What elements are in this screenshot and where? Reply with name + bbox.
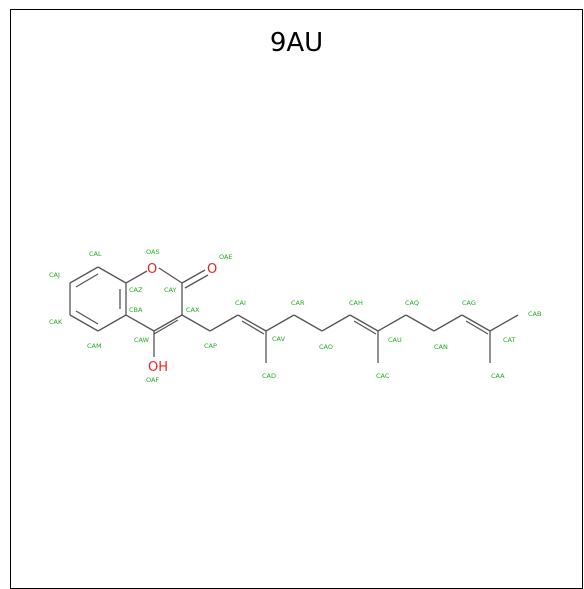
atom-label-car: CAR <box>291 299 305 307</box>
atom-label-cag: CAG <box>462 299 476 307</box>
atom-label-caz: CAZ <box>129 286 143 294</box>
atom-label-can: CAN <box>434 343 448 351</box>
atom-label-cab: CAB <box>528 310 541 318</box>
atom-label-cak: CAK <box>49 318 63 326</box>
atom-label-cay: CAY <box>164 286 176 294</box>
atom-label-cao: CAO <box>319 343 333 351</box>
carbonyl-oxygen-symbol: O <box>207 262 217 277</box>
atom-label-cac: CAC <box>376 372 390 380</box>
atom-label-caw: CAW <box>134 336 150 344</box>
atom-label-cal: CAL <box>89 250 102 258</box>
atom-label-oaf: OAF <box>146 376 159 384</box>
atom-label-cap: CAP <box>204 342 217 350</box>
molecule-title: 9AU <box>269 28 324 58</box>
atom-label-cai: CAI <box>235 299 246 307</box>
atom-label-cba: CBA <box>129 306 143 314</box>
bond-lines <box>69 266 519 363</box>
atom-label-caq: CAQ <box>405 299 419 307</box>
atom-label-caa: CAA <box>491 372 505 380</box>
atom-label-cad: CAD <box>262 372 276 380</box>
hydroxyl-symbol: OH <box>148 360 168 375</box>
atom-label-cat: CAT <box>503 336 515 344</box>
atom-label-caj: CAJ <box>49 271 60 279</box>
atom-label-oae: OAE <box>219 253 233 261</box>
atom-label-oas: OAS <box>146 248 160 256</box>
atom-label-cau: CAU <box>388 336 402 344</box>
structure-frame: 9AU <box>10 9 583 589</box>
ring-oxygen-symbol: O <box>147 262 157 277</box>
atom-label-cam: CAM <box>87 342 102 350</box>
atom-label-cav: CAV <box>272 335 286 343</box>
atom-label-cah: CAH <box>349 299 363 307</box>
atom-label-cax: CAX <box>186 306 200 314</box>
